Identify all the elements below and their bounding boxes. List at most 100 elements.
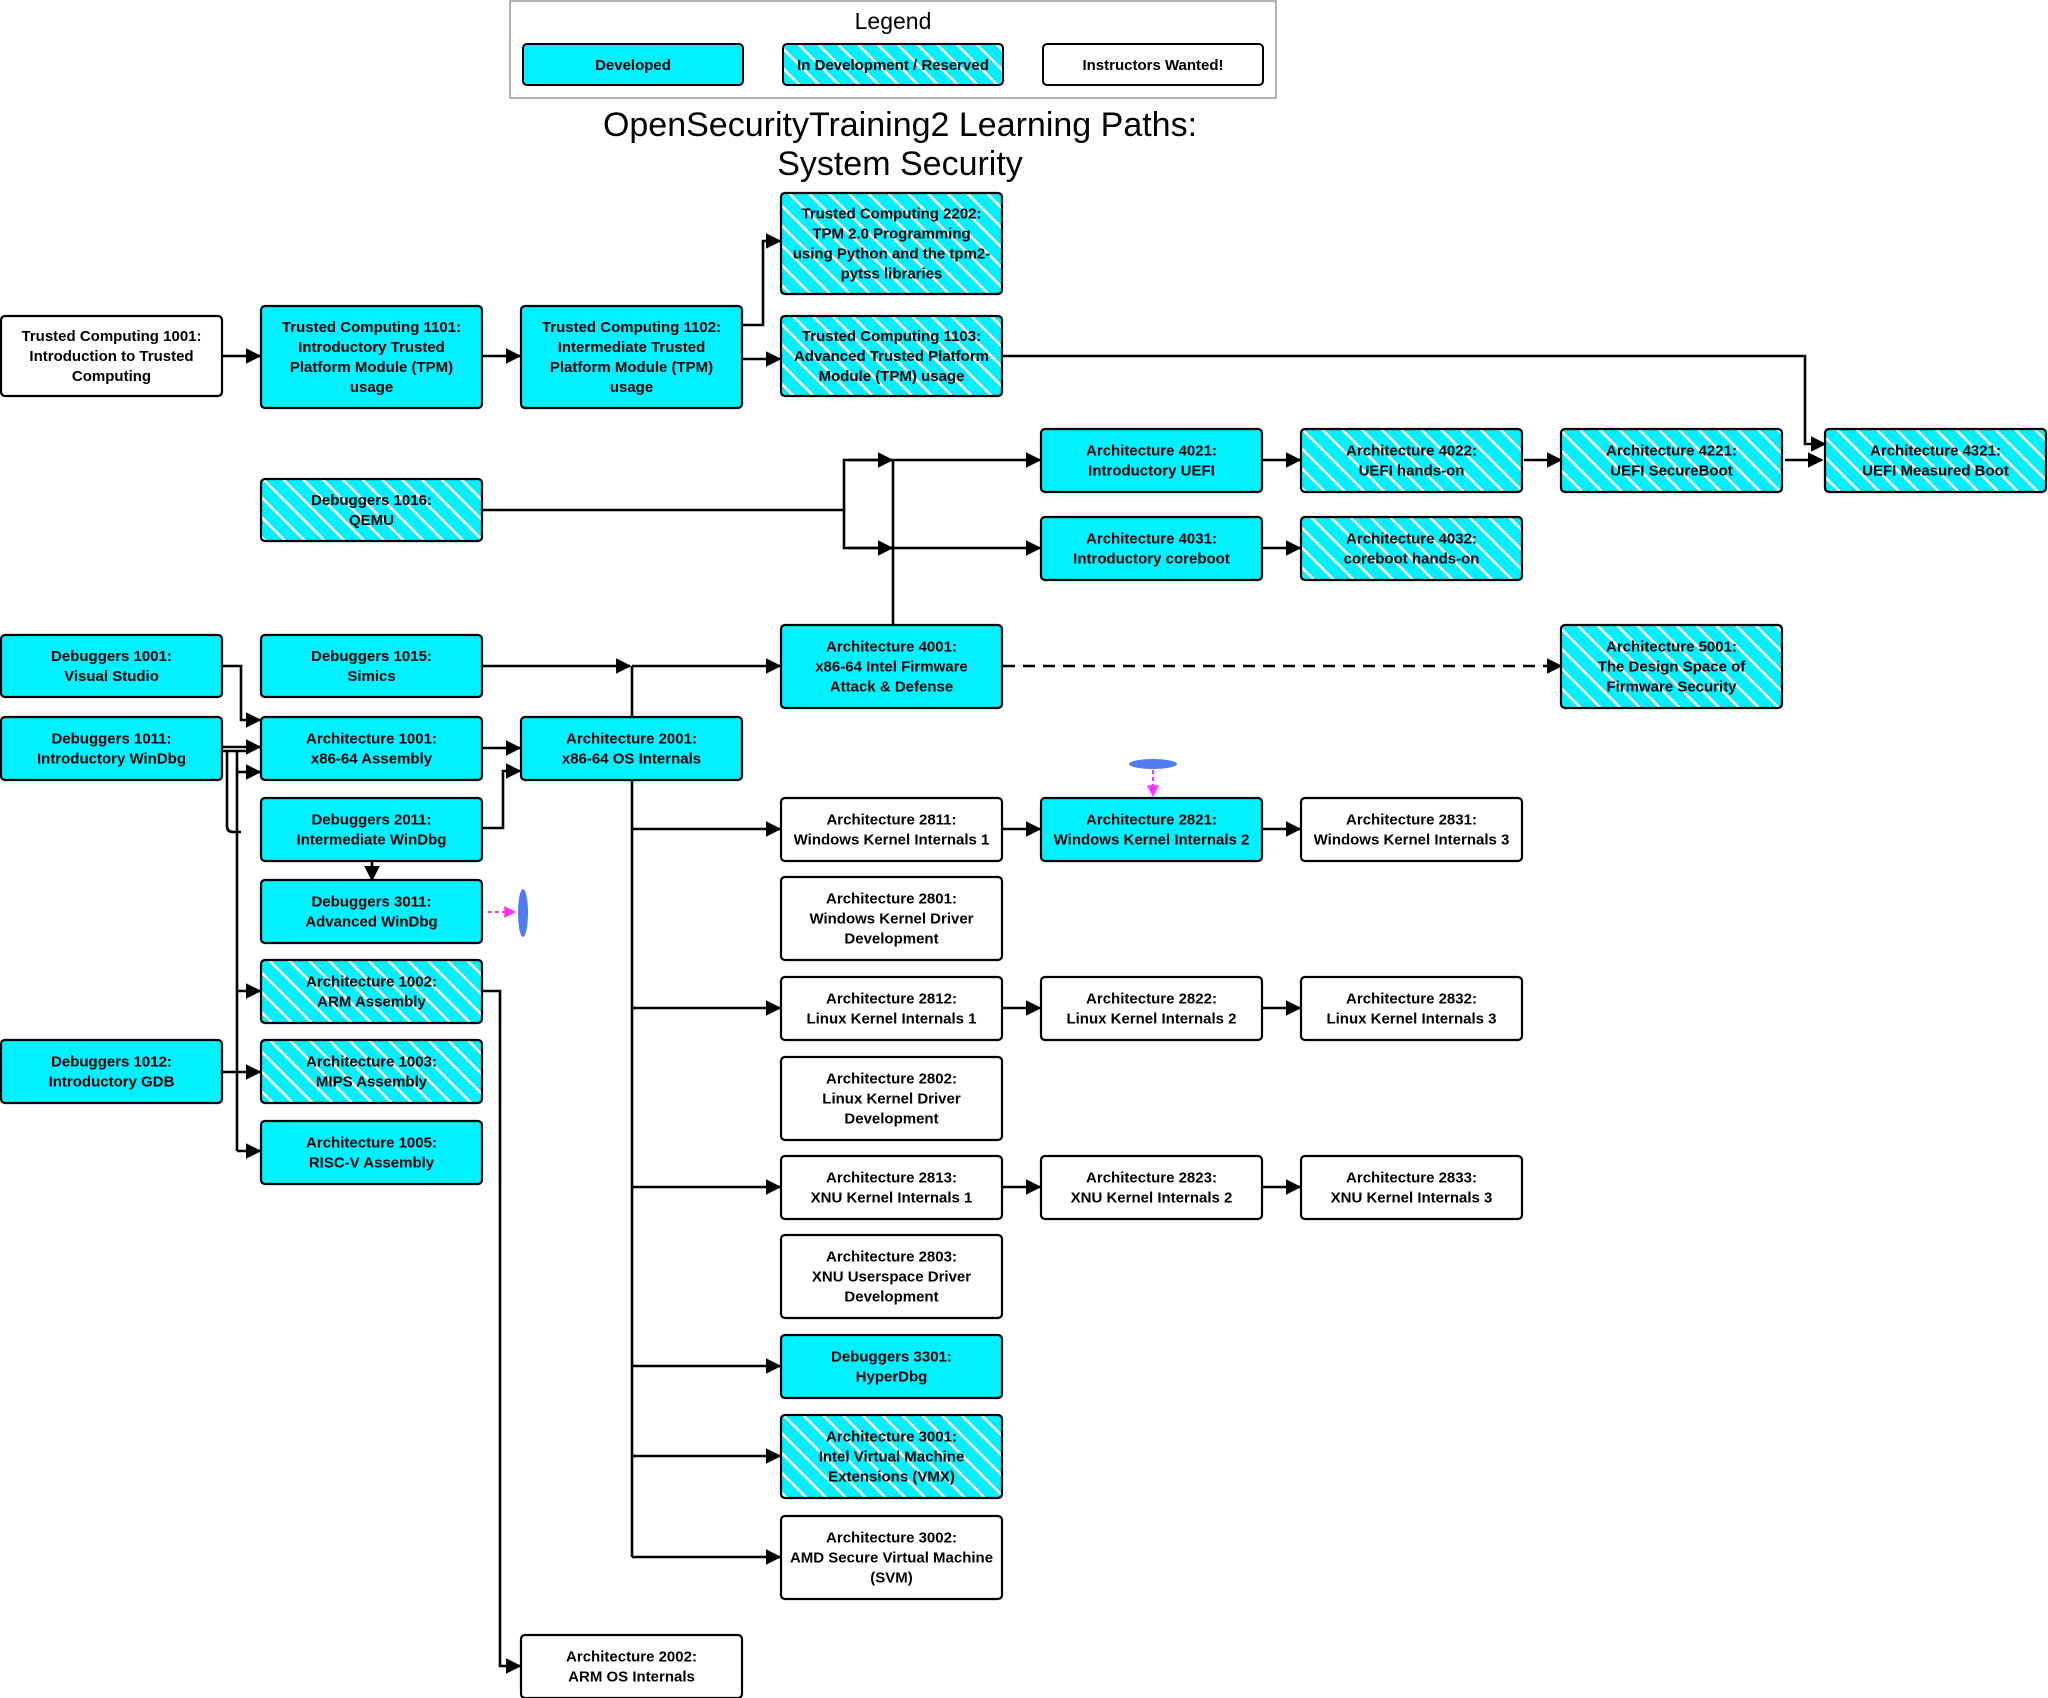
course-node-label: Architecture 2822: [1086, 991, 1217, 1008]
course-node-arch4001[interactable]: Architecture 4001:x86-64 Intel FirmwareA… [779, 623, 1004, 710]
course-node-arch2831[interactable]: Architecture 2831:Windows Kernel Interna… [1299, 796, 1524, 863]
course-node-label: Architecture 1001: [306, 731, 437, 748]
course-node-arch2812[interactable]: Architecture 2812:Linux Kernel Internals… [779, 975, 1004, 1042]
course-node-box [779, 1333, 1004, 1400]
course-node-box [779, 1154, 1004, 1221]
course-node-arch1001[interactable]: Architecture 1001:x86-64 Assembly [259, 715, 484, 782]
course-node-dbg1012[interactable]: Debuggers 1012:Introductory GDB [0, 1038, 224, 1105]
course-node-arch4022[interactable]: Architecture 4022:UEFI hands-on [1299, 427, 1524, 494]
course-node-label: Introductory UEFI [1088, 463, 1215, 480]
course-node-box [0, 633, 224, 699]
course-node-arch2801[interactable]: Architecture 2801:Windows Kernel DriverD… [779, 875, 1004, 962]
course-node-label: Windows Kernel Internals 3 [1314, 832, 1510, 849]
course-node-arch3001[interactable]: Architecture 3001:Intel Virtual MachineE… [779, 1413, 1004, 1500]
course-node-arch2803[interactable]: Architecture 2803:XNU Userspace DriverDe… [779, 1233, 1004, 1320]
course-node-label: Windows Kernel Internals 2 [1054, 832, 1250, 849]
course-node-label: Debuggers 1001: [51, 648, 172, 665]
course-node-label: Architecture 4022: [1346, 443, 1477, 460]
course-node-tc2202[interactable]: Trusted Computing 2202:TPM 2.0 Programmi… [779, 191, 1004, 296]
course-node-label: Introductory WinDbg [37, 751, 186, 768]
course-node-label: Architecture 3001: [826, 1429, 957, 1446]
course-node-arch4321[interactable]: Architecture 4321:UEFI Measured Boot [1823, 427, 2048, 494]
course-node-arch2802[interactable]: Architecture 2802:Linux Kernel DriverDev… [779, 1055, 1004, 1142]
course-node-box [259, 958, 484, 1025]
course-node-tc1103[interactable]: Trusted Computing 1103:Advanced Trusted … [779, 314, 1004, 398]
course-node-label: Architecture 5001: [1606, 639, 1737, 656]
course-node-box [1299, 427, 1524, 494]
course-node-tc1102[interactable]: Trusted Computing 1102:Intermediate Trus… [519, 304, 744, 410]
course-node-label: RISC-V Assembly [309, 1155, 435, 1172]
course-node-label: Architecture 2832: [1346, 991, 1477, 1008]
course-node-label: Trusted Computing 2202: [801, 206, 981, 223]
course-node-arch2001[interactable]: Architecture 2001:x86-64 OS Internals [519, 715, 744, 782]
course-node-arch2811[interactable]: Architecture 2811:Windows Kernel Interna… [779, 796, 1004, 863]
course-node-arch2813[interactable]: Architecture 2813:XNU Kernel Internals 1 [779, 1154, 1004, 1221]
course-node-label: Trusted Computing 1103: [802, 328, 981, 345]
course-node-label: Debuggers 1016: [311, 492, 432, 509]
course-node-arch2822[interactable]: Architecture 2822: Linux Kernel Internals… [1039, 975, 1264, 1042]
course-node-box [259, 878, 484, 945]
course-node-dbg1016[interactable]: Debuggers 1016: QEMU [259, 477, 484, 543]
svg-text:Developed: Developed [595, 57, 671, 74]
course-node-tc1001[interactable]: Trusted Computing 1001:Introduction to T… [0, 314, 224, 398]
course-node-label: Architecture 4031: [1086, 531, 1217, 548]
course-node-arch4031[interactable]: Architecture 4031:Introductory coreboot [1039, 515, 1264, 582]
course-node-label: coreboot hands-on [1344, 551, 1480, 568]
course-node-arch2833[interactable]: Architecture 2833:XNU Kernel Internals 3 [1299, 1154, 1524, 1221]
course-node-label: Linux Kernel Internals 2 [1066, 1011, 1236, 1028]
course-node-label: Introductory Trusted [298, 339, 445, 356]
course-node-label: Architecture 1005: [306, 1135, 437, 1152]
course-node-arch2823[interactable]: Architecture 2823:XNU Kernel Internals 2 [1039, 1154, 1264, 1221]
course-node-label: Architecture 4321: [1870, 443, 2001, 460]
course-node-dbg1011[interactable]: Debuggers 1011:Introductory WinDbg [0, 715, 224, 782]
course-node-box [1299, 975, 1524, 1042]
course-node-label: Trusted Computing 1101: [282, 319, 461, 336]
course-node-dbg3011[interactable]: Debuggers 3011:Advanced WinDbg [259, 878, 484, 945]
course-node-label: Trusted Computing 1001: [21, 328, 201, 345]
course-node-label: QEMU [349, 512, 394, 529]
course-node-arch4021[interactable]: Architecture 4021:Introductory UEFI [1039, 427, 1264, 494]
course-node-label: usage [610, 379, 653, 396]
course-node-arch1005[interactable]: Architecture 1005: RISC-V Assembly [259, 1119, 484, 1186]
course-node-label: Architecture 2811: [826, 812, 956, 829]
course-node-box [779, 191, 1004, 296]
course-node-label: Debuggers 2011: [311, 812, 431, 829]
course-node-arch3002[interactable]: Architecture 3002:AMD Secure Virtual Mac… [779, 1514, 1004, 1601]
course-node-dbg1001[interactable]: Debuggers 1001:Visual Studio [0, 633, 224, 699]
course-node-label: Debuggers 3011: [311, 894, 431, 911]
edge-split-4021 [842, 452, 1042, 510]
legend-item-wanted: Instructors Wanted! [1042, 43, 1264, 86]
course-node-dbg1015[interactable]: Debuggers 1015:Simics [259, 633, 484, 699]
course-node-box [0, 1038, 224, 1105]
edge-dbg1001-arch1001 [222, 664, 262, 728]
course-node-arch5001[interactable]: Architecture 5001:The Design Space ofFir… [1559, 623, 1784, 710]
course-node-box [779, 1233, 1004, 1320]
course-node-label: Intermediate Trusted [558, 339, 706, 356]
course-node-label: Module (TPM) usage [819, 368, 965, 385]
course-node-tc1101[interactable]: Trusted Computing 1101: Introductory Trus… [259, 304, 484, 410]
course-node-box [0, 314, 224, 398]
course-node-dbg2011[interactable]: Debuggers 2011:Intermediate WinDbg [259, 796, 484, 863]
course-node-arch1003[interactable]: Architecture 1003:MIPS Assembly [259, 1038, 484, 1105]
course-node-label: Architecture 2803: [826, 1249, 957, 1266]
course-node-box [259, 796, 484, 863]
course-node-arch4032[interactable]: Architecture 4032:coreboot hands-on [1299, 515, 1524, 582]
course-node-label: XNU Kernel Internals 1 [811, 1190, 973, 1207]
svg-text:Instructors Wanted!: Instructors Wanted! [1082, 57, 1223, 74]
course-node-arch2002[interactable]: Architecture 2002:ARM OS Internals [519, 1633, 744, 1698]
connector-lines [222, 233, 1827, 1674]
course-node-arch4221[interactable]: Architecture 4221:UEFI SecureBoot [1559, 427, 1784, 494]
course-node-label: The Design Space of [1598, 659, 1747, 676]
course-node-arch1002[interactable]: Architecture 1002:ARM Assembly [259, 958, 484, 1025]
course-node-box [259, 1038, 484, 1105]
course-node-dbg3301[interactable]: Debuggers 3301:HyperDbg [779, 1333, 1004, 1400]
edge-tc1103-arch4321 [1003, 354, 1827, 452]
course-node-box [779, 1514, 1004, 1601]
legend-item-developed: Developed [522, 43, 744, 86]
course-node-label: XNU Kernel Internals 3 [1331, 1190, 1493, 1207]
course-node-arch2821[interactable]: Architecture 2821: Windows Kernel Interna… [1039, 796, 1264, 863]
course-node-label: Architecture 2821: [1086, 812, 1217, 829]
course-node-label: ARM Assembly [317, 994, 426, 1011]
course-node-arch2832[interactable]: Architecture 2832:Linux Kernel Internals… [1299, 975, 1524, 1042]
